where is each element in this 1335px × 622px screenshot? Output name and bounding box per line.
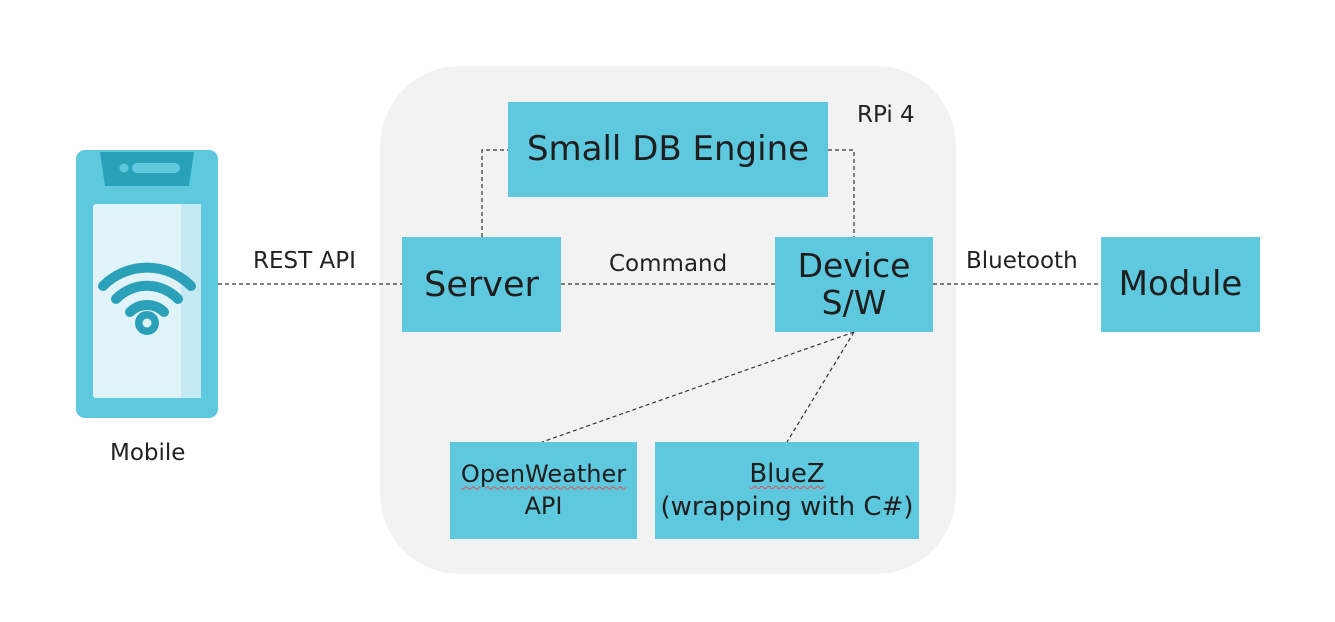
module-box: Module <box>1101 237 1260 332</box>
smartphone-wifi-icon <box>76 150 218 420</box>
module-label: Module <box>1118 264 1243 305</box>
server-label: Server <box>424 264 539 305</box>
device-sw-box: Device S/W <box>775 237 933 332</box>
connector-device-openweather <box>541 331 855 443</box>
mobile-label: Mobile <box>110 440 186 466</box>
bluez-box: BlueZ (wrapping with C#) <box>655 442 919 539</box>
phone-screen-edge <box>181 204 201 398</box>
rpi4-label: RPi 4 <box>857 102 915 128</box>
small-db-engine-box: Small DB Engine <box>508 102 828 197</box>
rest-api-label: REST API <box>253 248 356 274</box>
wifi-arc-middle <box>111 280 183 304</box>
bluetooth-label: Bluetooth <box>966 248 1078 274</box>
connector-lines <box>218 149 1101 443</box>
wifi-dot-center <box>142 318 152 328</box>
wifi-arc-inner <box>125 299 169 317</box>
command-label: Command <box>609 251 728 277</box>
device-sw-label-line2: S/W <box>821 282 887 322</box>
phone-speaker <box>132 163 180 173</box>
wifi-icon <box>98 262 196 335</box>
openweather-label-line1: OpenWeather <box>460 460 627 489</box>
bluez-label-line1: BlueZ <box>749 459 825 489</box>
connector-device-bluez <box>786 331 855 443</box>
openweather-label-line2: API <box>524 491 563 520</box>
phone-camera-dot <box>119 163 129 173</box>
bluez-label-line2: (wrapping with C#) <box>660 491 914 522</box>
small-db-engine-label: Small DB Engine <box>526 129 810 170</box>
device-sw-label-line1: Device <box>797 245 911 285</box>
wifi-arc-outer <box>98 262 196 291</box>
server-box: Server <box>402 237 561 332</box>
connector-server-db <box>481 149 508 237</box>
connector-db-device <box>828 149 855 237</box>
openweather-api-box: OpenWeather API <box>450 442 637 539</box>
